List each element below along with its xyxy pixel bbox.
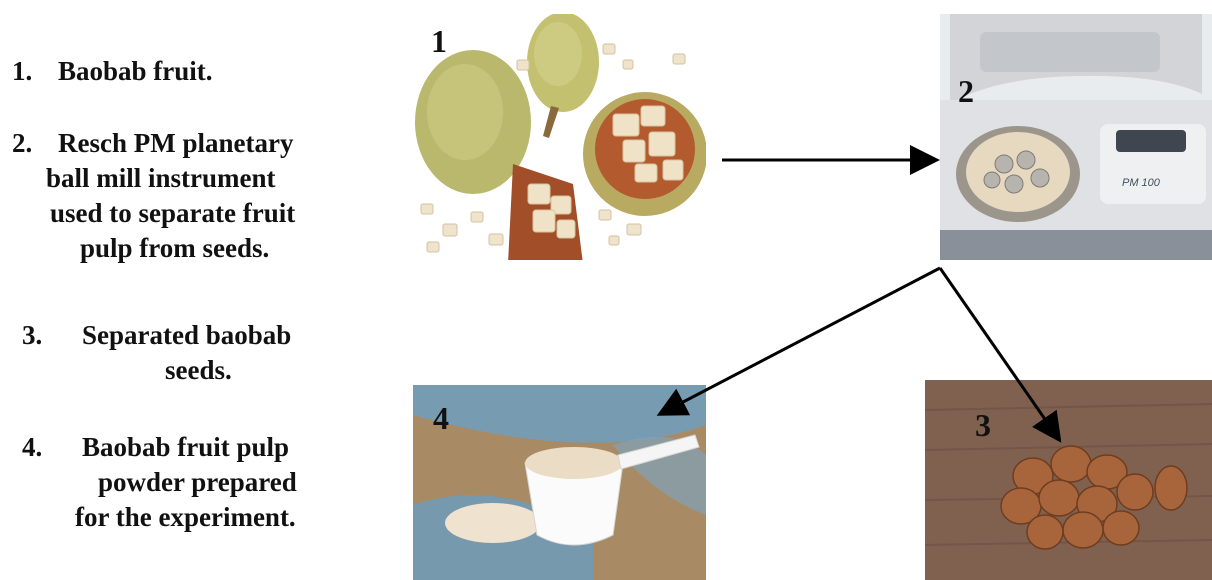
legend-number-4: 4.: [22, 430, 42, 464]
legend-text-2-line-1: Resch PM planetary: [58, 126, 293, 160]
legend-text-2-line-4: pulp from seeds.: [80, 231, 269, 265]
legend-text-4-line-2: powder prepared: [98, 465, 297, 499]
powder-pile: [445, 503, 541, 543]
baobab-fruit-image: 1: [413, 14, 706, 260]
legend-text-2-line-2: ball mill instrument: [46, 161, 276, 195]
panel-label-3: 3: [975, 407, 991, 443]
panel-label-1: 1: [431, 23, 447, 59]
baobab-fruit-illustration: 1: [413, 14, 706, 260]
legend-number-2: 2.: [12, 126, 32, 160]
device-model-text: PM 100: [1122, 177, 1161, 189]
panel-label-4: 4: [433, 400, 449, 436]
legend-text-4-line-1: Baobab fruit pulp: [82, 430, 289, 464]
legend-text-3-line-1: Separated baobab: [82, 318, 291, 352]
legend-text-3-line-2: seeds.: [165, 353, 232, 387]
legend-number-1: 1.: [12, 54, 32, 88]
baobab-powder-image: 4: [413, 385, 706, 580]
legend-text-4-line-3: for the experiment.: [75, 500, 296, 534]
baobab-seeds-illustration: 3: [925, 380, 1212, 580]
legend-text-2-line-3: used to separate fruit: [50, 196, 295, 230]
ball-mill-illustration: PM 100 2: [940, 14, 1212, 260]
baobab-powder-illustration: 4: [413, 385, 706, 580]
legend-text-1-line-1: Baobab fruit.: [58, 54, 213, 88]
ball-mill-image: PM 100 2: [940, 14, 1212, 260]
legend-number-3: 3.: [22, 318, 42, 352]
panel-label-2: 2: [958, 73, 974, 109]
baobab-seeds-image: 3: [925, 380, 1212, 580]
